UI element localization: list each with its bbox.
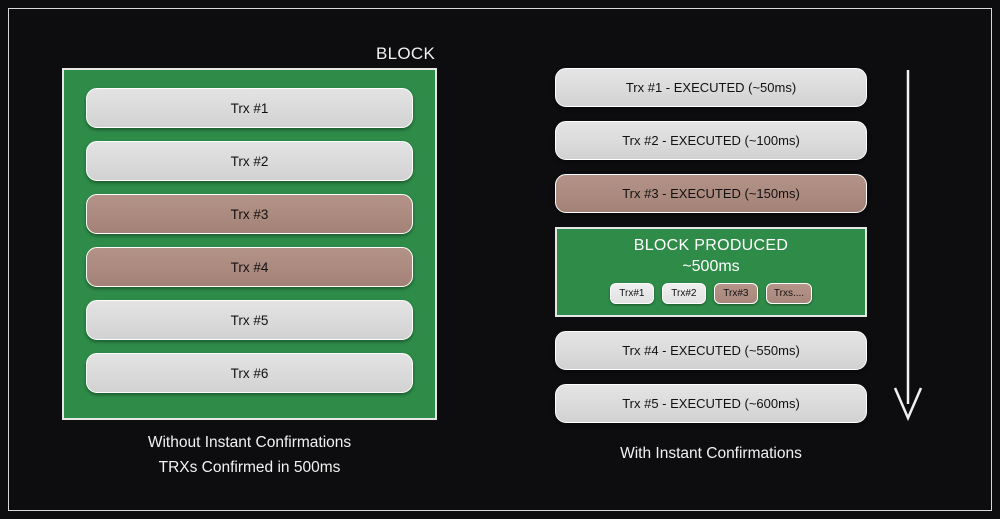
executed-row[interactable]: Trx #2 - EXECUTED (~100ms) <box>555 121 867 160</box>
trx-label: Trx #1 <box>230 100 269 116</box>
left-caption-line2: TRXs Confirmed in 500ms <box>158 459 341 476</box>
mini-trx-item[interactable]: Trxs.... <box>765 283 813 304</box>
executed-row[interactable]: Trx #1 - EXECUTED (~50ms) <box>555 68 867 107</box>
executed-label: Trx #5 - EXECUTED (~600ms) <box>622 396 800 411</box>
trx-item[interactable]: Trx #6 <box>86 353 413 393</box>
block-produced-trx-row: Trx#1 Trx#2 Trx#3 Trxs.... <box>609 283 813 304</box>
mini-trx-label: Trx#3 <box>723 288 749 299</box>
down-arrow-icon <box>893 70 923 422</box>
executed-label: Trx #2 - EXECUTED (~100ms) <box>622 133 800 148</box>
trx-item[interactable]: Trx #3 <box>86 194 413 234</box>
trx-label: Trx #5 <box>230 312 269 328</box>
block-produced-time: ~500ms <box>682 258 740 275</box>
mini-trx-item[interactable]: Trx#2 <box>661 283 706 304</box>
mini-trx-label: Trx#2 <box>671 288 697 299</box>
block-produced-title: BLOCK PRODUCED <box>633 237 789 254</box>
trx-label: Trx #6 <box>230 365 269 381</box>
left-caption-line1: Without Instant Confirmations <box>147 434 352 451</box>
executed-row[interactable]: Trx #4 - EXECUTED (~550ms) <box>555 331 867 370</box>
executed-label: Trx #3 - EXECUTED (~150ms) <box>622 186 800 201</box>
trx-label: Trx #2 <box>230 153 269 169</box>
trx-item[interactable]: Trx #4 <box>86 247 413 287</box>
executed-label: Trx #1 - EXECUTED (~50ms) <box>625 80 797 95</box>
executed-label: Trx #4 - EXECUTED (~550ms) <box>622 343 800 358</box>
block-container: Trx #1 Trx #2 Trx #3 Trx #4 Trx #5 Trx #… <box>62 68 437 420</box>
trx-label: Trx #4 <box>230 259 269 275</box>
trx-item[interactable]: Trx #5 <box>86 300 413 340</box>
mini-trx-label: Trxs.... <box>773 288 805 299</box>
block-produced-container: BLOCK PRODUCED ~500ms Trx#1 Trx#2 Trx#3 … <box>555 227 867 317</box>
mini-trx-item[interactable]: Trx#3 <box>713 283 758 304</box>
instant-confirmation-column: Trx #1 - EXECUTED (~50ms) Trx #2 - EXECU… <box>555 68 867 437</box>
trx-label: Trx #3 <box>230 206 269 222</box>
block-label: BLOCK <box>376 44 436 63</box>
left-caption: Without Instant Confirmations TRXs Confi… <box>62 430 437 480</box>
executed-row[interactable]: Trx #5 - EXECUTED (~600ms) <box>555 384 867 423</box>
mini-trx-label: Trx#1 <box>619 288 645 299</box>
right-caption: With Instant Confirmations <box>620 445 802 462</box>
trx-item[interactable]: Trx #1 <box>86 88 413 128</box>
executed-row[interactable]: Trx #3 - EXECUTED (~150ms) <box>555 174 867 213</box>
mini-trx-item[interactable]: Trx#1 <box>609 283 654 304</box>
trx-item[interactable]: Trx #2 <box>86 141 413 181</box>
